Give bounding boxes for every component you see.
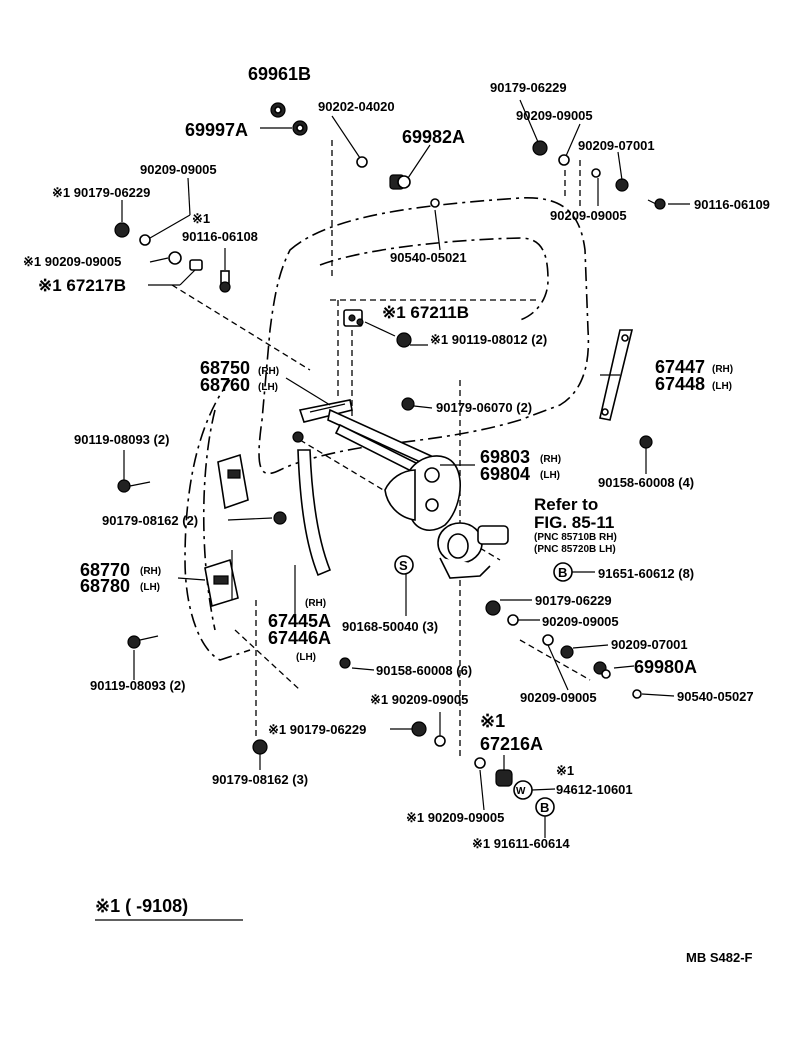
leader-lines bbox=[95, 99, 690, 921]
label-91651-60612: 91651-60612 (8) bbox=[598, 566, 694, 581]
label-90179-06070: 90179-06070 (2) bbox=[436, 400, 532, 415]
symbol-b-1: B bbox=[558, 565, 567, 580]
symbol-b-2: B bbox=[540, 800, 549, 815]
label-67216A: 67216A bbox=[480, 734, 543, 754]
label-90540-05027: 90540-05027 bbox=[677, 689, 754, 704]
door-glass-outline bbox=[184, 197, 590, 661]
label-90209-07001-top: 90209-07001 bbox=[578, 138, 655, 153]
label-69961B: 69961B bbox=[248, 64, 311, 84]
label-69804-lh: (LH) bbox=[540, 470, 560, 481]
label-90209-09005-right: 90209-09005 bbox=[550, 208, 627, 223]
label-90209-09005-mid: 90209-09005 bbox=[542, 614, 619, 629]
label-68750: 68750 bbox=[200, 358, 250, 378]
label-67211B: ※1 67211B bbox=[382, 303, 469, 322]
symbol-w: W bbox=[516, 786, 526, 797]
label-90119-08093-a: 90119-08093 (2) bbox=[74, 432, 169, 447]
label-90179-06229-top: 90179-06229 bbox=[490, 80, 567, 95]
label-90179-08162-2: 90179-08162 (2) bbox=[102, 513, 198, 528]
label-68760: 68760 bbox=[200, 375, 250, 395]
label-pnc-85720b: (PNC 85720B LH) bbox=[534, 544, 616, 555]
label-69982A: 69982A bbox=[402, 127, 465, 147]
label-68770-rh: (RH) bbox=[140, 566, 161, 577]
label-refer-to: Refer to bbox=[534, 495, 598, 514]
label-67446A: 67446A bbox=[268, 628, 331, 648]
label-67447: 67447 bbox=[655, 357, 705, 377]
label-90209-09005-star: ※1 90209-09005 bbox=[23, 254, 121, 269]
label-68750-rh: (RH) bbox=[258, 366, 279, 377]
label-90158-60008-6: 90158-60008 (6) bbox=[376, 663, 472, 678]
label-69997A: 69997A bbox=[185, 120, 248, 140]
footnote-star1-range: ※1 ( -9108) bbox=[95, 896, 188, 916]
label-67447-rh: (RH) bbox=[712, 364, 733, 375]
label-69803: 69803 bbox=[480, 447, 530, 467]
label-90179-06229-mid: 90179-06229 bbox=[535, 593, 612, 608]
label-star1-b: ※1 bbox=[480, 711, 505, 731]
label-67217B: ※1 67217B bbox=[38, 276, 126, 295]
label-68780-lh: (LH) bbox=[140, 582, 160, 593]
label-90119-08093-b: 90119-08093 (2) bbox=[90, 678, 185, 693]
label-90209-07001-mid: 90209-07001 bbox=[611, 637, 688, 652]
label-90209-09005-star3: ※1 90209-09005 bbox=[406, 810, 504, 825]
label-90209-09005-top: 90209-09005 bbox=[516, 108, 593, 123]
label-90179-08162-3: 90179-08162 (3) bbox=[212, 772, 308, 787]
label-67448: 67448 bbox=[655, 374, 705, 394]
label-90209-09005-star2: ※1 90209-09005 bbox=[370, 692, 468, 707]
label-90540-05021: 90540-05021 bbox=[390, 250, 467, 265]
label-90119-08012: ※1 90119-08012 (2) bbox=[430, 332, 547, 347]
regulator-assembly bbox=[204, 329, 634, 608]
label-68780: 68780 bbox=[80, 576, 130, 596]
label-star1-a: ※1 bbox=[192, 211, 210, 226]
label-67446a-lh: (LH) bbox=[296, 652, 316, 663]
symbol-s: S bbox=[399, 558, 408, 573]
label-90116-06109: 90116-06109 bbox=[694, 197, 770, 212]
label-68760-lh: (LH) bbox=[258, 382, 278, 393]
label-69980A: 69980A bbox=[634, 657, 697, 677]
label-90202-04020: 90202-04020 bbox=[318, 99, 395, 114]
label-90168-50040: 90168-50040 (3) bbox=[342, 619, 438, 634]
label-90179-06229-star2: ※1 90179-06229 bbox=[268, 722, 366, 737]
label-star1-c: ※1 bbox=[556, 763, 574, 778]
symbol-markers: S B W B bbox=[394, 555, 573, 817]
label-69803-rh: (RH) bbox=[540, 454, 561, 465]
label-pnc-85710b: (PNC 85710B RH) bbox=[534, 532, 617, 543]
label-90179-06229-star: ※1 90179-06229 bbox=[52, 185, 150, 200]
label-69804: 69804 bbox=[480, 464, 530, 484]
label-90116-06108: 90116-06108 bbox=[182, 229, 258, 244]
label-91611-60614: ※1 91611-60614 bbox=[472, 836, 570, 851]
label-90209-09005-low: 90209-09005 bbox=[520, 690, 597, 705]
part-labels: 69961B 69997A 90202-04020 69982A 90179-0… bbox=[23, 64, 770, 965]
diagram-code: MB S482-F bbox=[686, 950, 753, 965]
label-67448-lh: (LH) bbox=[712, 381, 732, 392]
label-68770: 68770 bbox=[80, 560, 130, 580]
label-94612-10601: 94612-10601 bbox=[556, 782, 633, 797]
label-90209-09005-left: 90209-09005 bbox=[140, 162, 217, 177]
label-fig-85-11: FIG. 85-11 bbox=[534, 513, 614, 532]
label-90158-60008-4: 90158-60008 (4) bbox=[598, 475, 694, 490]
label-67445a-rh: (RH) bbox=[305, 598, 326, 609]
hardware-parts bbox=[114, 102, 666, 787]
label-67445A: 67445A bbox=[268, 611, 331, 631]
